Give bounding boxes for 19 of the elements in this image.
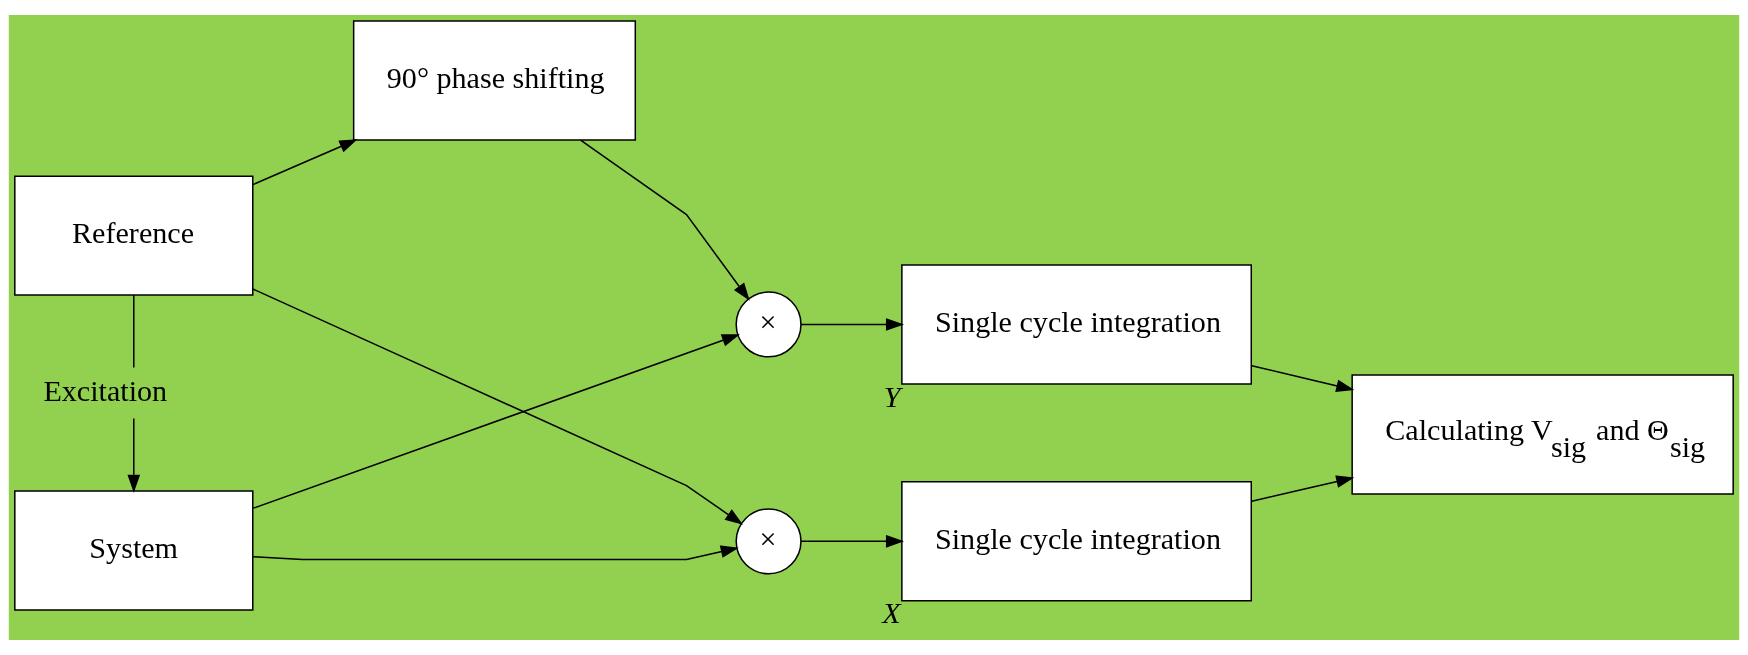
arrow (252, 334, 740, 509)
node-box: 90° phase shifting (352, 20, 637, 141)
node-box: System (14, 490, 254, 611)
arrow (1251, 475, 1355, 502)
node-circle: × (735, 508, 802, 575)
edge-label: Excitation (43, 373, 168, 408)
node-label: Y (883, 379, 901, 414)
arrow (1251, 365, 1355, 393)
node-label: X (882, 596, 901, 631)
node-box: Single cycle integration (901, 481, 1252, 602)
arrow (579, 139, 750, 301)
arrow (800, 318, 905, 331)
node-circle: × (735, 291, 802, 358)
arrow (252, 288, 744, 525)
arrow (800, 535, 905, 548)
node-box: Reference (14, 175, 254, 296)
arrow (252, 545, 739, 561)
arrow (252, 139, 358, 186)
node-box: Single cycle integration (901, 264, 1252, 385)
